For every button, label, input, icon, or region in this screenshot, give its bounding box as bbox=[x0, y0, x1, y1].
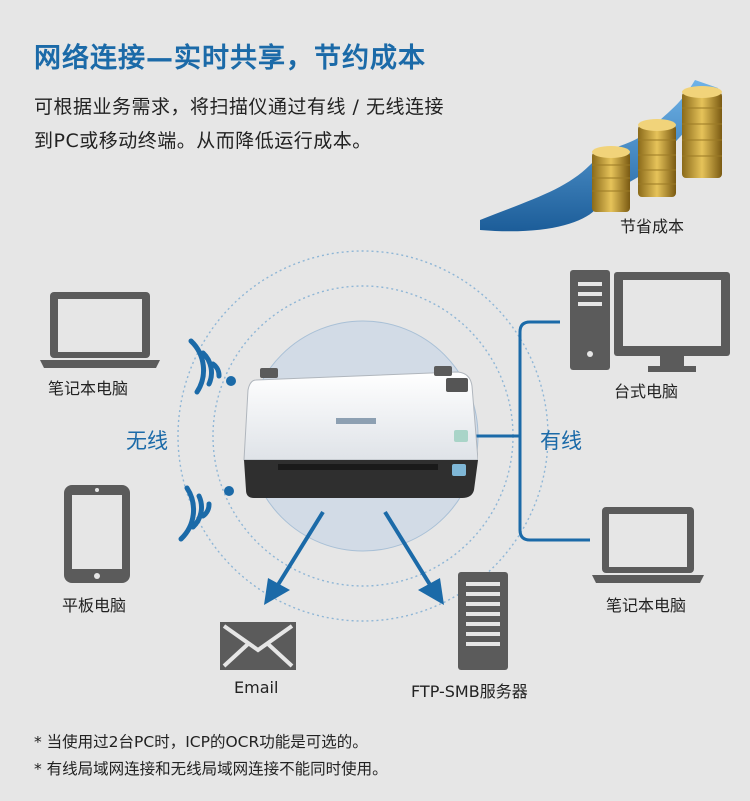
wired-lines bbox=[476, 320, 590, 542]
wifi-icon bbox=[178, 485, 212, 542]
laptop-icon bbox=[40, 292, 160, 368]
laptop-label-wireless: 笔记本电脑 bbox=[48, 379, 129, 398]
output-arrows bbox=[274, 510, 434, 590]
wired-label: 有线 bbox=[540, 429, 582, 453]
laptop-label-wired: 笔记本电脑 bbox=[606, 596, 687, 615]
wireless-label: 无线 bbox=[126, 429, 168, 453]
desktop-icon bbox=[570, 270, 730, 372]
footnote-1: * 当使用过2台PC时，ICP的OCR功能是可选的。 bbox=[34, 733, 368, 751]
laptop-icon bbox=[592, 507, 704, 583]
tablet-icon bbox=[64, 485, 130, 583]
wifi-icon bbox=[188, 338, 222, 395]
description-line-1: 可根据业务需求，将扫描仪通过有线 / 无线连接 bbox=[34, 96, 444, 118]
tablet-label: 平板电脑 bbox=[62, 596, 127, 615]
savings-label: 节省成本 bbox=[620, 217, 685, 236]
footnote-2: * 有线局域网连接和无线局域网连接不能同时使用。 bbox=[34, 760, 388, 778]
server-icon bbox=[458, 572, 508, 670]
ftp-label: FTP-SMB服务器 bbox=[411, 682, 528, 701]
desktop-label: 台式电脑 bbox=[614, 382, 679, 401]
description-line-2: 到PC或移动终端。从而降低运行成本。 bbox=[34, 130, 372, 152]
coin-chart-icon bbox=[480, 80, 722, 232]
email-label: Email bbox=[234, 678, 279, 697]
scanner-icon bbox=[243, 366, 478, 498]
email-icon bbox=[220, 622, 296, 670]
page-title: 网络连接—实时共享，节约成本 bbox=[34, 43, 426, 74]
